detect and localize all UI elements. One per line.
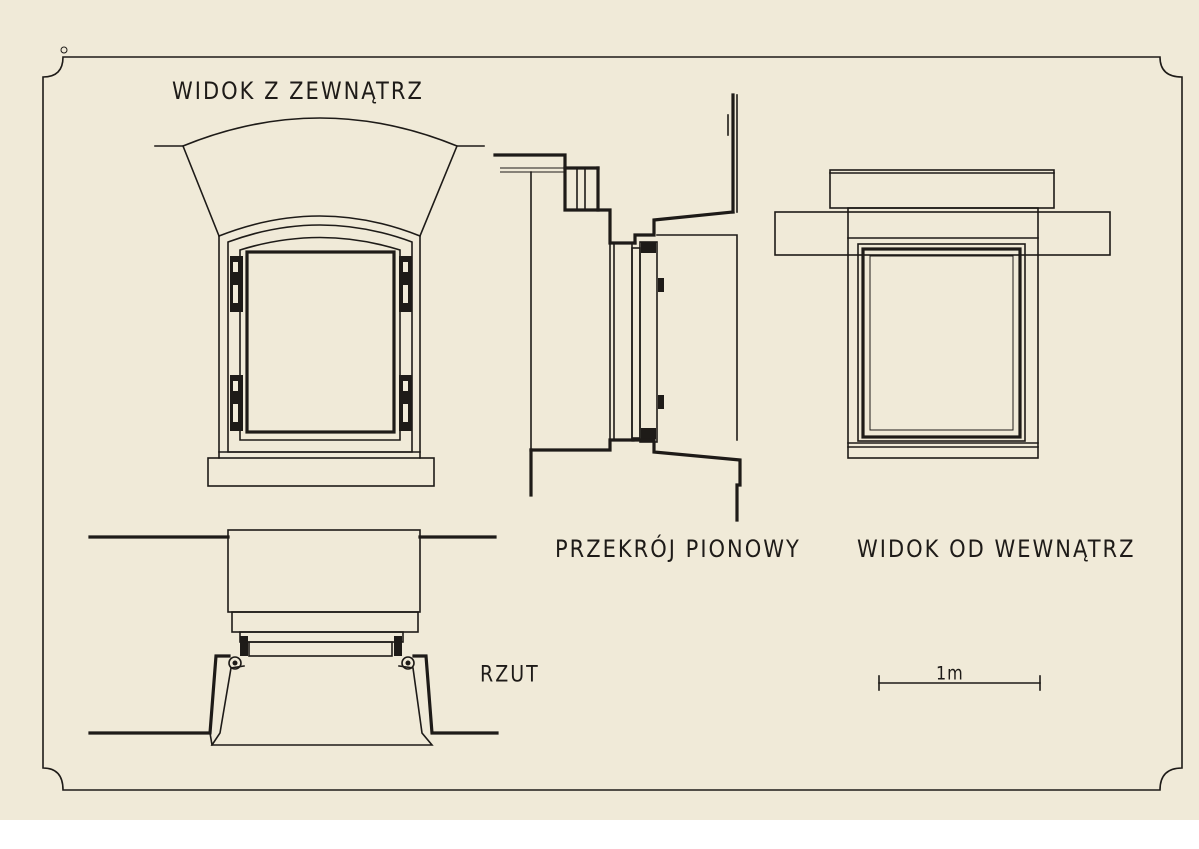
exterior-view-label: WIDOK Z ZEWNĄTRZ: [172, 77, 424, 105]
interior-view-label: WIDOK OD WEWNĄTRZ: [857, 535, 1136, 563]
exterior-view: [154, 117, 485, 487]
vertical-section: [493, 93, 742, 522]
frame-border: [42, 56, 1183, 791]
interior-view: [774, 169, 1111, 459]
pin-mark: [60, 46, 68, 54]
hinge-bottom-left: [230, 375, 243, 431]
plan-view: [88, 529, 499, 746]
bottom-margin: [0, 820, 1199, 849]
scale-bar-label: 1m: [936, 662, 964, 684]
plan-label: RZUT: [480, 662, 540, 688]
scale-bar: [878, 675, 1041, 691]
vertical-section-label: PRZEKRÓJ PIONOWY: [555, 535, 801, 563]
hinge-top-left: [230, 256, 243, 312]
hinge-top-right: [399, 256, 412, 312]
hinge-bottom-right: [399, 375, 412, 431]
